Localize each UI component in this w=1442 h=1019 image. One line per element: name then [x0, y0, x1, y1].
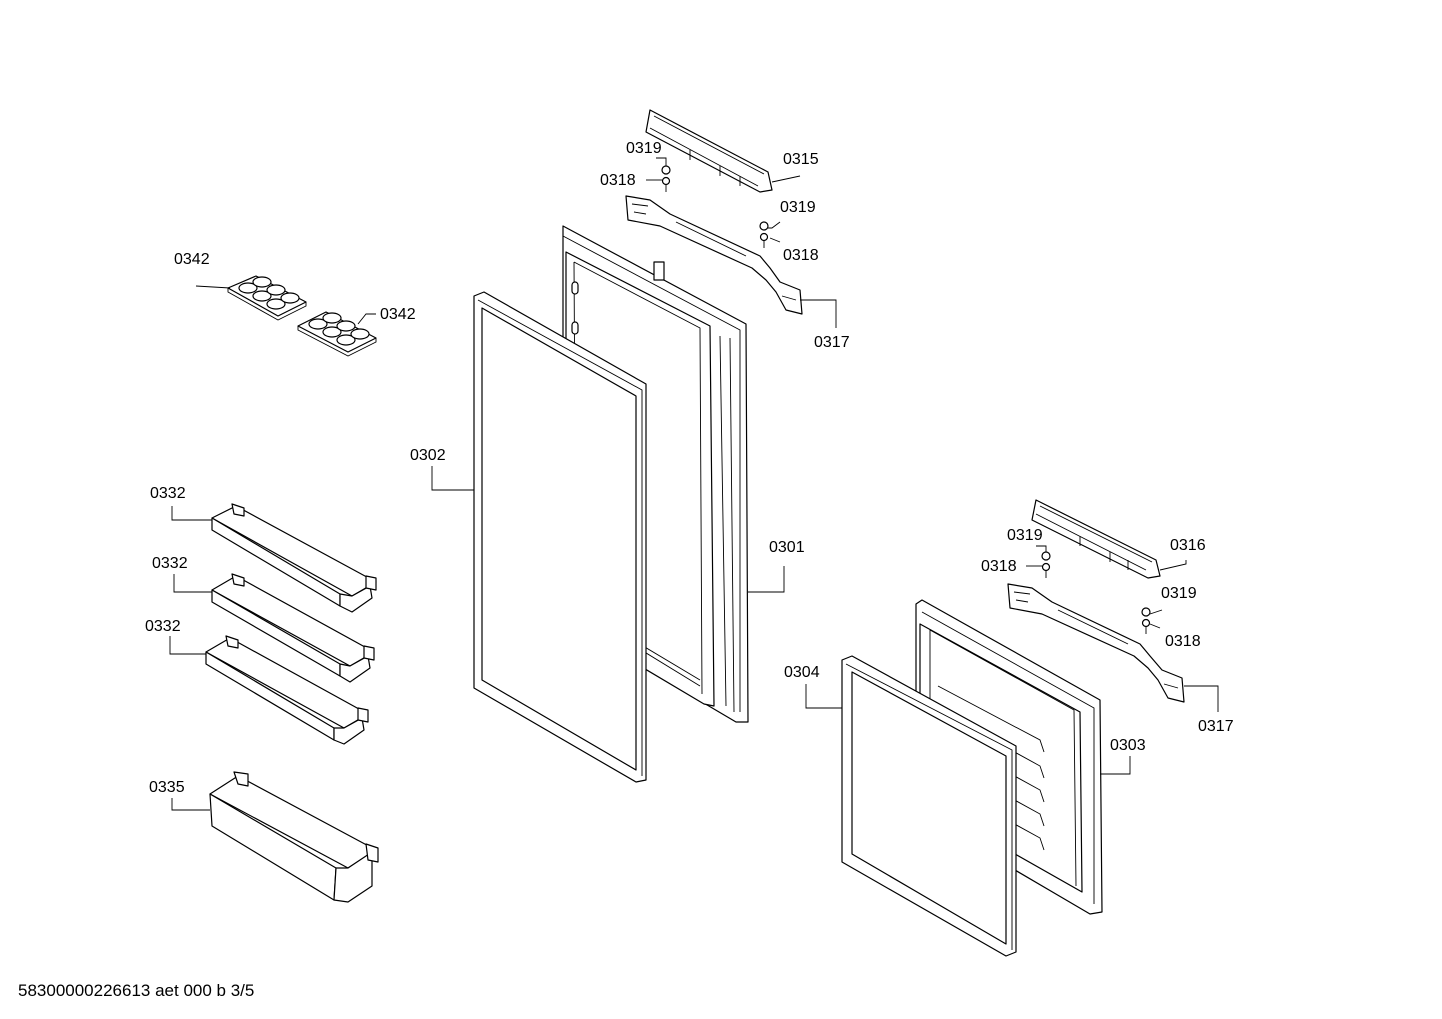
label-0319-upper-right: 0319 — [780, 199, 816, 216]
door-gasket-0302 — [473, 291, 647, 783]
label-0316: 0316 — [1170, 537, 1206, 554]
label-0319-lower-right: 0319 — [1161, 585, 1197, 602]
label-0318-lower-right: 0318 — [1165, 633, 1201, 650]
label-0332-top: 0332 — [150, 485, 186, 502]
egg-tray-0342-a — [227, 275, 307, 321]
label-0317-upper: 0317 — [814, 334, 850, 351]
label-0319-lower-left: 0319 — [1007, 527, 1043, 544]
screw-group-upper-right — [759, 221, 769, 248]
door-shelf-0332-a — [211, 503, 377, 613]
label-0342-left: 0342 — [174, 251, 210, 268]
bottle-shelf-0335 — [209, 771, 379, 903]
screw-group-upper-left — [661, 165, 671, 192]
label-0332-middle: 0332 — [152, 555, 188, 572]
label-0335: 0335 — [149, 779, 185, 796]
label-0315: 0315 — [783, 151, 819, 168]
leader-lines — [169, 157, 1219, 811]
egg-tray-0342-b — [297, 311, 377, 357]
label-0319-upper-left: 0319 — [626, 140, 662, 157]
hinge-bracket-0317-lower — [1007, 583, 1185, 703]
label-0303: 0303 — [1110, 737, 1146, 754]
door-gasket-0304 — [841, 655, 1017, 957]
label-0332-bottom: 0332 — [145, 618, 181, 635]
label-0301: 0301 — [769, 539, 805, 556]
hinge-cover-0316 — [1031, 499, 1161, 579]
label-0318-upper-right: 0318 — [783, 247, 819, 264]
label-0302: 0302 — [410, 447, 446, 464]
label-0318-upper-left: 0318 — [600, 172, 636, 189]
door-shelf-0332-c — [205, 635, 369, 745]
label-0304: 0304 — [784, 664, 820, 681]
hinge-cover-0315 — [645, 109, 773, 193]
label-0317-lower: 0317 — [1198, 718, 1234, 735]
screw-group-lower-right — [1141, 607, 1151, 634]
label-0318-lower-left: 0318 — [981, 558, 1017, 575]
label-0342-right: 0342 — [380, 306, 416, 323]
drawing-reference-footer: 58300000226613 aet 000 b 3/5 — [18, 981, 255, 1000]
screw-group-lower-left — [1041, 551, 1051, 578]
hinge-bracket-0317-upper — [625, 195, 803, 315]
door-shelf-0332-b — [211, 573, 375, 683]
